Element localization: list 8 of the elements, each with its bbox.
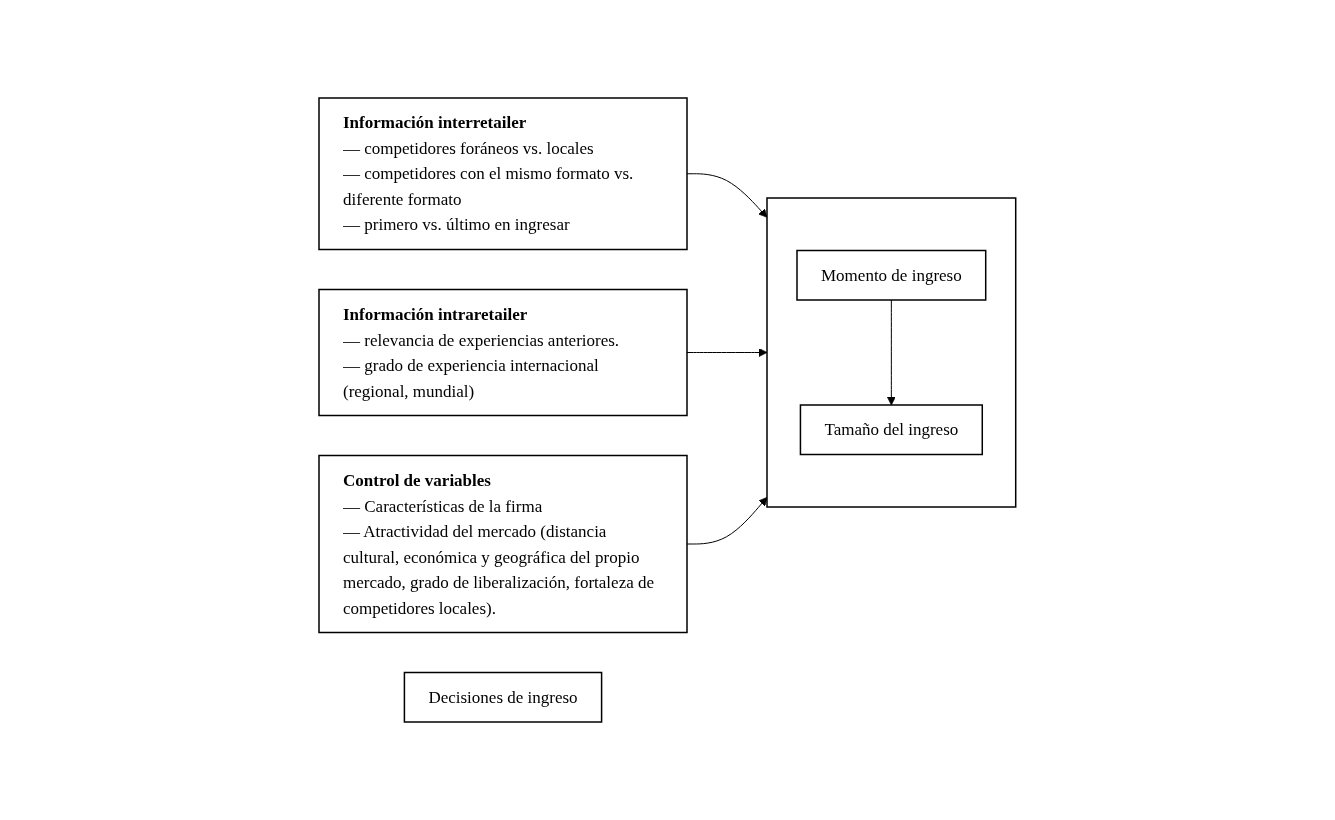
node-box: Información interretailer — competidores foráneos vs. locales — competidores con el mismo formato vs. diferente formato — primero vs. último en ingresar — [318, 97, 688, 251]
cluster — [766, 197, 1017, 508]
node-box: Momento de ingreso — [796, 249, 987, 301]
node-box: Decisiones de ingreso — [403, 671, 603, 723]
node-box: Control de variables — Características de la firma — Atractividad del mercado (distancia cultural, económica y geográfica del propio mercado, grado de liberalización, fortaleza de competidores locales). — [318, 454, 688, 634]
node-box: Tamaño del ingreso — [799, 404, 984, 456]
node-box: Información intraretailer — relevancia de experiencias anteriores. — grado de experiencia internacional (regional, mundial) — [318, 288, 688, 417]
arrow — [887, 299, 896, 406]
